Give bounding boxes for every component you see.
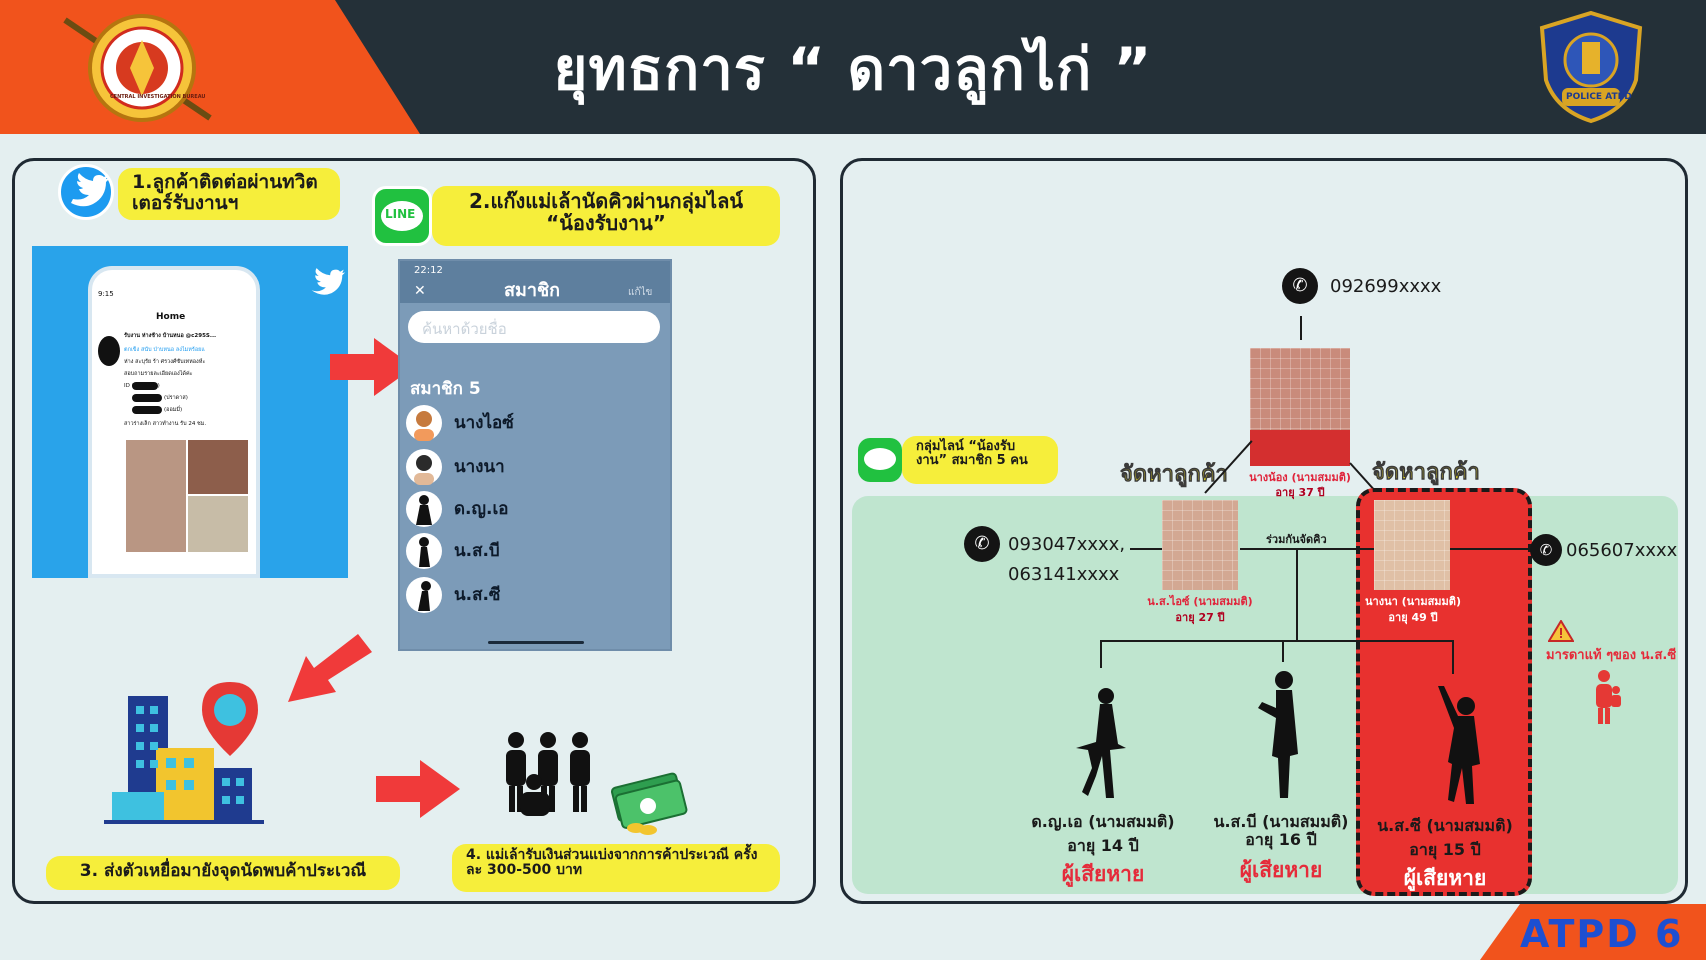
tweet-photo (188, 496, 248, 552)
victim-badge: ผู้เสียหาย (1239, 858, 1323, 882)
page-title: ยุทธการ “ ดาวลูกไก่ ” (553, 35, 1153, 103)
cib-logo: CENTRAL INVESTIGATION BUREAU (60, 10, 220, 125)
atpd-badge: ATPD 6 (1480, 904, 1706, 960)
people-group-icon (500, 730, 600, 818)
list-item[interactable]: น.ส.ซี (406, 575, 656, 615)
warning-icon (1547, 619, 1575, 642)
line-members-screen: 22:12 ✕ สมาชิก แก้ไข ค้นหาด้วยชื่อ สมาชิ… (400, 261, 670, 649)
phone-icon: ✆ (1282, 268, 1318, 304)
victim-c-silhouette (1430, 684, 1494, 808)
avatar (406, 449, 442, 485)
money-icon (608, 766, 690, 836)
list-item[interactable]: น.ส.บี (406, 531, 656, 571)
mother-child-icon (1592, 668, 1622, 726)
step3-label: 3. ส่งตัวเหยื่อมายังจุดนัดพบค้าประเวณี (46, 856, 400, 890)
arrow-right-icon (330, 338, 414, 396)
phone-icon: ✆ (964, 526, 1000, 562)
victim-a-silhouette (1070, 686, 1134, 804)
atpd-police-logo: POLICE ATPD (1536, 10, 1646, 124)
list-item[interactable]: ด.ญ.เอ (406, 489, 656, 529)
arrow-right-icon (376, 760, 460, 818)
avatar (98, 336, 120, 366)
phone-frame: 9:15 Home รับงาน ห่างช้าง บ้านหนอ @c295S… (88, 266, 260, 578)
hotel-buildings-icon (104, 680, 264, 836)
line-icon: LINE (372, 186, 432, 246)
search-input[interactable]: ค้นหาด้วยชื่อ (408, 311, 660, 343)
avatar (406, 405, 442, 441)
suspect-photo (1374, 500, 1450, 590)
line-group-label: กลุ่มไลน์ “น้องรับงาน” สมาชิก 5 คน (902, 436, 1058, 484)
arrow-down-left-icon (288, 634, 372, 704)
twitter-bird-icon (310, 266, 346, 296)
step4-label: 4. แม่เล้ารับเงินส่วนแบ่งจากการค้าประเวณ… (452, 844, 780, 892)
avatar (406, 577, 442, 613)
suspect-photo (1162, 500, 1238, 590)
location-pin-icon (200, 680, 260, 758)
avatar (406, 533, 442, 569)
step2-label: 2.แก๊งแม่เล้านัดคิวผ่านกลุ่มไลน์ “น้องรั… (432, 186, 780, 246)
tweet-photo (188, 440, 248, 494)
list-item[interactable]: นางนา (406, 447, 656, 487)
line-group-icon (858, 438, 902, 482)
close-icon[interactable]: ✕ (414, 283, 426, 299)
edit-button[interactable]: แก้ไข (628, 287, 653, 298)
victim-badge: ผู้เสียหาย (1061, 862, 1145, 886)
avatar (406, 491, 442, 527)
list-item[interactable]: นางไอซ์ (406, 403, 656, 443)
step1-label: 1.ลูกค้าติดต่อผ่านทวิตเตอร์รับงานฯ (118, 168, 340, 220)
twitter-icon (58, 164, 114, 220)
victim-badge: ผู้เสียหาย (1403, 866, 1487, 890)
victim-b-silhouette (1248, 668, 1308, 802)
tweet-photo (126, 440, 186, 552)
phone-icon: ✆ (1530, 534, 1562, 566)
